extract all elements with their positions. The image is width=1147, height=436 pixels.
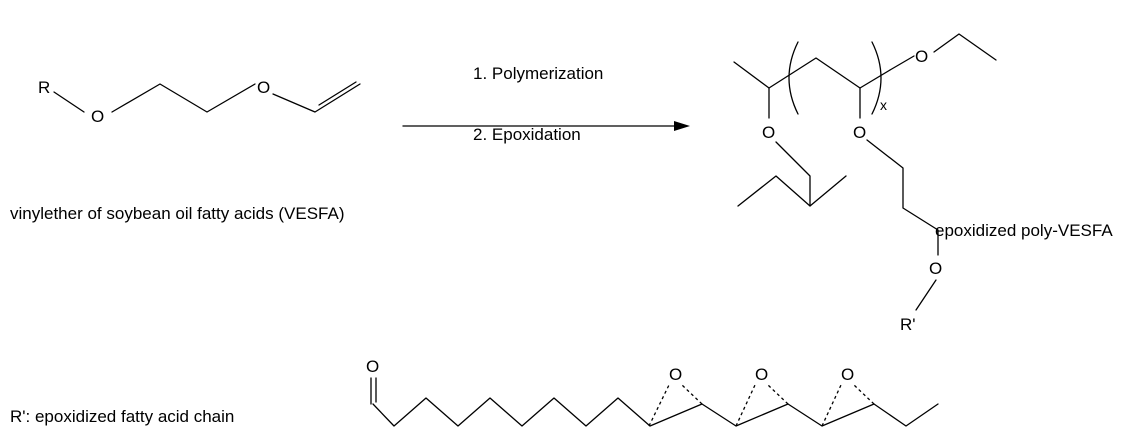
vinyl-double-bond: [318, 81, 357, 106]
reactant-atom-o2: O: [257, 78, 270, 97]
reaction-step-2: 2. Epoxidation: [473, 125, 581, 144]
r-prime-bond: [915, 279, 937, 311]
product-atom-r-prime: R': [900, 315, 916, 334]
product-name: epoxidized poly-VESFA: [935, 221, 1113, 240]
chain-atom-o-epoxide-1: O: [669, 365, 682, 384]
epoxide-2-bond-b: [767, 384, 789, 405]
repeat-bracket-right: [871, 41, 882, 115]
product-structure: x O O O O R': [733, 33, 997, 334]
repeat-subscript: x: [880, 97, 887, 113]
product-atom-o-left: O: [762, 123, 775, 142]
isobutyl-bonds: [737, 175, 847, 207]
fatty-acid-chain-structure: O O O O: [366, 357, 939, 427]
product-atom-o-mid: O: [853, 123, 866, 142]
product-backbone: [733, 57, 891, 89]
reactant-bonds: [53, 91, 85, 113]
reactant-atom-o1: O: [91, 107, 104, 126]
arrow-head: [674, 121, 690, 131]
reactant-chain-bonds: [111, 83, 256, 113]
epoxide-2-bond-a: [735, 384, 756, 427]
product-atom-o-end: O: [915, 47, 928, 66]
chain-atom-o-epoxide-3: O: [841, 365, 854, 384]
epoxide-3-bond-b: [853, 384, 875, 405]
reaction-step-1: 1. Polymerization: [473, 64, 603, 83]
product-end-bond: [889, 55, 915, 71]
epoxide-3-bond-a: [821, 384, 842, 427]
epoxide-1-bond-b: [681, 384, 703, 405]
reactant-atom-r: R: [38, 78, 50, 97]
right-pendant-chain: [866, 139, 939, 256]
chain-atom-o-epoxide-2: O: [755, 365, 768, 384]
epoxide-1-bond-a: [648, 384, 670, 427]
chain-label: R': epoxidized fatty acid chain: [10, 407, 234, 426]
chain-zigzag: [372, 397, 939, 427]
chain-atom-o-carbonyl: O: [366, 357, 379, 376]
product-atom-o-chain: O: [929, 259, 942, 278]
repeat-bracket-left: [788, 41, 799, 115]
product-methoxy-bond: [933, 33, 997, 61]
reactant-vinyl-bonds: [272, 83, 361, 113]
reaction-arrow: [402, 121, 690, 131]
reactant-name: vinylether of soybean oil fatty acids (V…: [10, 204, 345, 223]
left-pendant-chain: [775, 141, 811, 207]
reactant-structure: R O O: [38, 78, 361, 126]
